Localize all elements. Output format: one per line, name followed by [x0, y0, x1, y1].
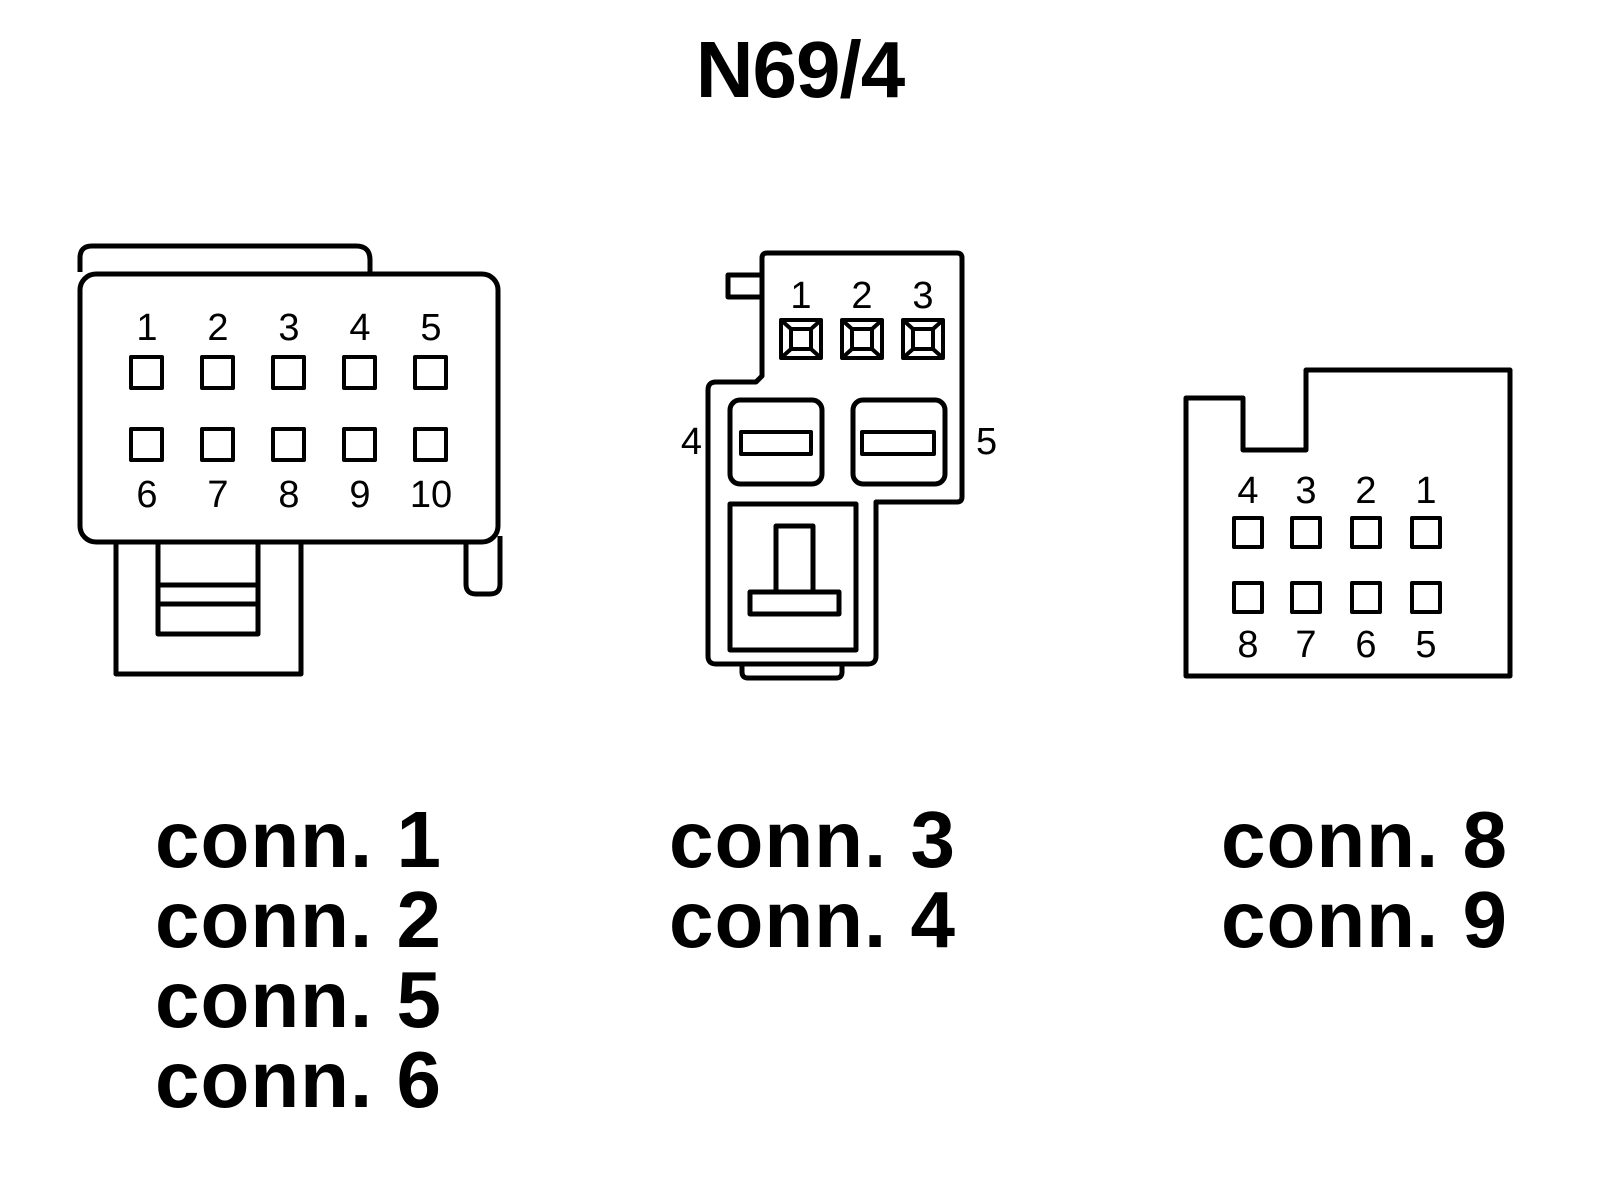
pin-number: 4	[681, 421, 702, 463]
pin-number: 4	[1237, 470, 1258, 512]
pin-cavity	[1410, 516, 1442, 549]
pin-number: 7	[207, 474, 228, 516]
pin-number: 6	[136, 474, 157, 516]
connector-label: conn. 3	[668, 795, 956, 884]
pin-cavity	[1232, 581, 1264, 614]
connector-label-group-a: conn. 1 conn. 2 conn. 5 conn. 6	[60, 800, 442, 1120]
pin-cavity	[1290, 581, 1322, 614]
pin-cavity	[901, 318, 945, 360]
pin-number: 5	[420, 307, 441, 349]
connector-label: conn. 2	[154, 875, 442, 964]
pin-number: 10	[410, 474, 452, 516]
pin-number: 1	[136, 307, 157, 349]
connector-a: 1 2 3 4 5 6 7 8 9 10	[77, 243, 503, 677]
connector-b-cavities	[779, 318, 945, 360]
pin-number: 1	[1415, 470, 1436, 512]
pin-cavity	[271, 427, 306, 462]
pin-number: 4	[349, 307, 370, 349]
pin-number: 2	[207, 307, 228, 349]
pin-cavity	[271, 355, 306, 390]
connector-label: conn. 9	[1220, 875, 1508, 964]
pin-cavity	[129, 427, 164, 462]
connector-b-key	[725, 272, 765, 300]
pin-cavity	[413, 427, 448, 462]
connector-label-group-b: conn. 3 conn. 4	[560, 800, 956, 960]
pin-number: 2	[1355, 470, 1376, 512]
connector-label: conn. 1	[154, 795, 442, 884]
connector-label: conn. 6	[154, 1035, 442, 1124]
connector-a-body	[77, 271, 501, 545]
pin-cavity	[342, 355, 377, 390]
pin-number: 3	[1295, 470, 1316, 512]
pin-number: 6	[1355, 624, 1376, 666]
connector-c-body	[1183, 367, 1513, 679]
pin-cavity	[200, 355, 235, 390]
connector-label: conn. 8	[1220, 795, 1508, 884]
connector-b-foot	[739, 664, 845, 681]
pin-number: 2	[851, 275, 872, 317]
connector-a-top-tab	[77, 243, 373, 274]
pin-cavity	[840, 318, 884, 360]
connector-a-cavities	[129, 355, 448, 462]
connector-c: 4 3 2 1 8 7 6 5	[1183, 367, 1513, 679]
pin-number: 5	[976, 421, 997, 463]
pin-cavity	[779, 318, 823, 360]
terminal-blade-large	[747, 523, 842, 617]
connector-b: 1 2 3 4 5	[681, 250, 997, 681]
pin-number: 3	[912, 275, 933, 317]
connector-label: conn. 4	[668, 875, 956, 964]
diagram-title: N69/4	[695, 25, 905, 114]
pin-cavity	[129, 355, 164, 390]
pin-number: 3	[278, 307, 299, 349]
terminal-blade-5	[860, 430, 936, 456]
pin-cavity	[1232, 516, 1264, 549]
pin-cavity	[1290, 516, 1322, 549]
connector-b-outline	[705, 250, 965, 667]
pin-number: 9	[349, 474, 370, 516]
pin-cavity	[342, 427, 377, 462]
pin-number: 8	[278, 474, 299, 516]
pin-number: 1	[790, 275, 811, 317]
terminal-slot-4	[727, 397, 825, 487]
terminal-slot-large	[727, 501, 859, 653]
terminal-slot-5	[850, 397, 948, 487]
pin-number: 7	[1295, 624, 1316, 666]
pin-number: 5	[1415, 624, 1436, 666]
pin-cavity	[1350, 581, 1382, 614]
pin-cavity	[200, 427, 235, 462]
pin-cavity	[1410, 581, 1442, 614]
connector-a-latch-housing	[113, 542, 304, 677]
connector-a-side-clip	[463, 536, 503, 597]
connector-c-cavities	[1232, 516, 1442, 614]
connector-label-group-c: conn. 8 conn. 9	[1100, 800, 1508, 960]
pin-cavity	[1350, 516, 1382, 549]
terminal-blade-4	[739, 430, 813, 456]
connector-a-latch	[155, 542, 261, 637]
pin-cavity	[413, 355, 448, 390]
pin-number: 8	[1237, 624, 1258, 666]
connector-label: conn. 5	[154, 955, 442, 1044]
